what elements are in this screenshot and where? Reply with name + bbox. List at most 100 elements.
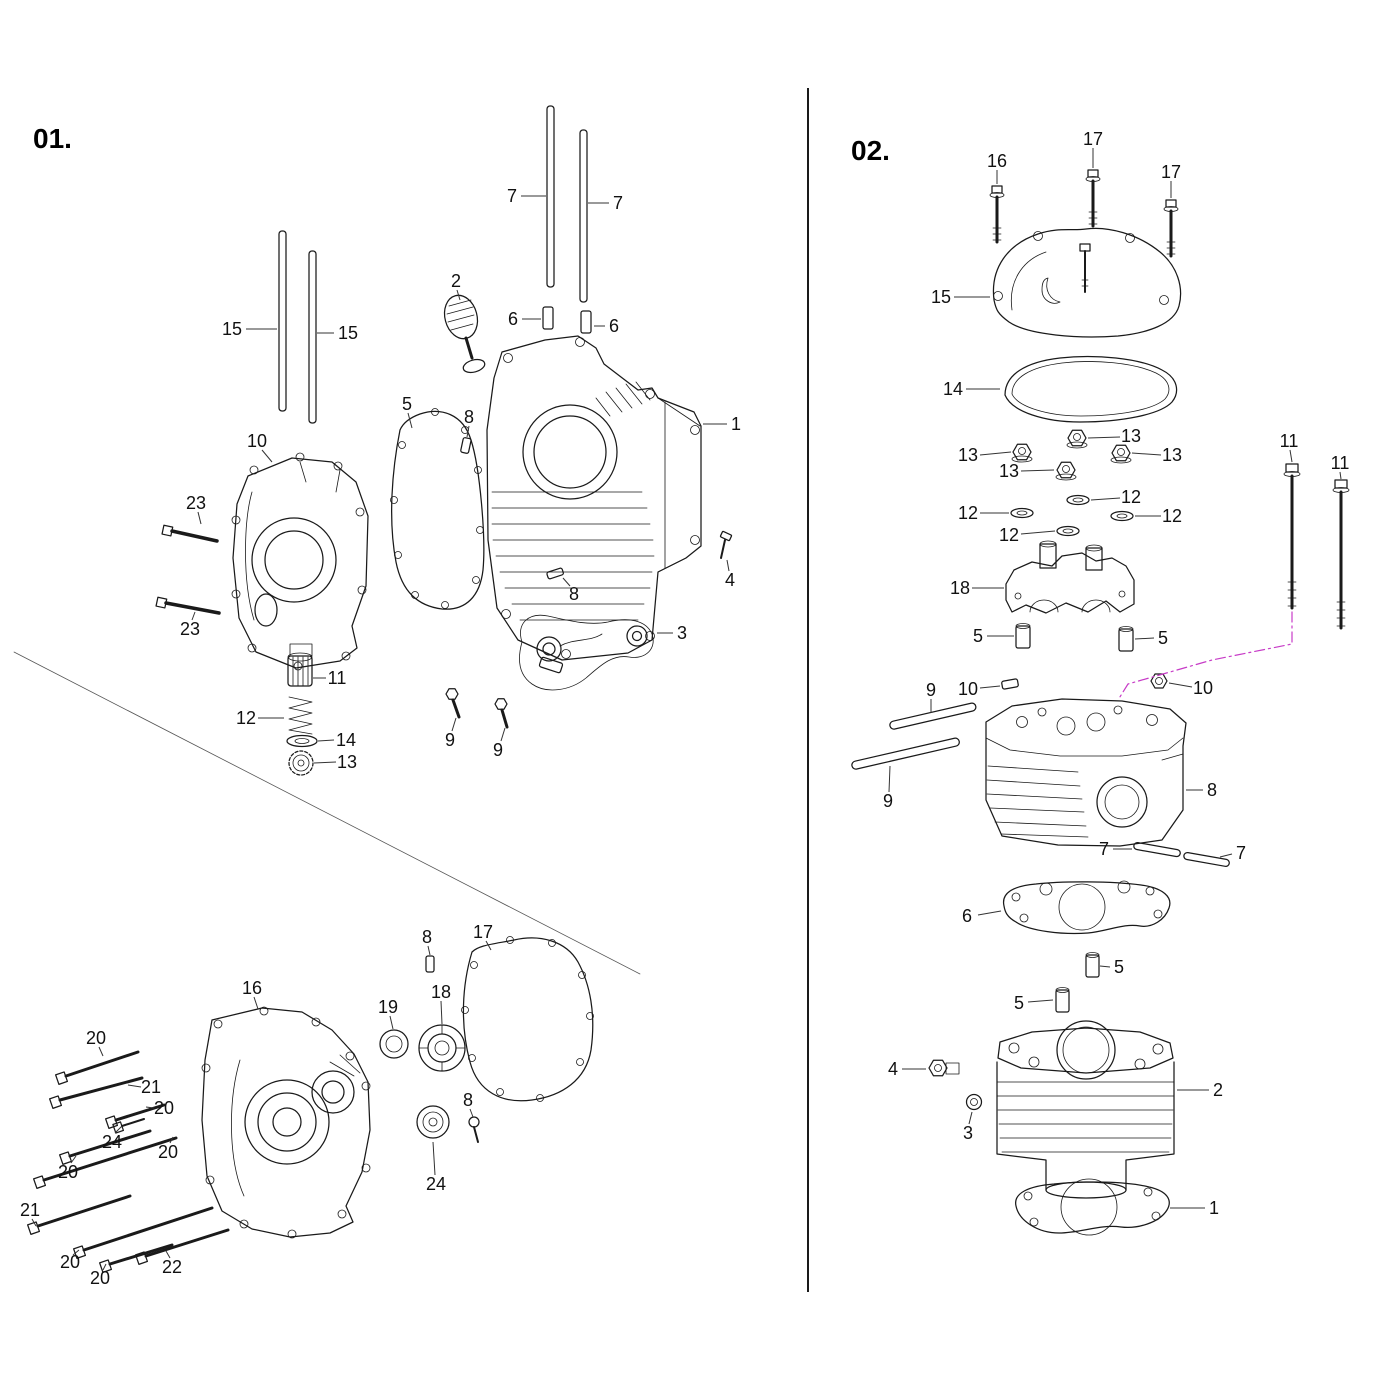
leader-line xyxy=(165,1250,171,1259)
part-number-label: 5 xyxy=(1158,628,1168,648)
leader-line xyxy=(466,425,470,438)
leader-line xyxy=(979,685,1001,689)
part-number-label: 2 xyxy=(451,271,461,291)
bolts-9 xyxy=(445,688,509,729)
section-title-02: 02. xyxy=(851,135,890,166)
leader-line xyxy=(261,449,273,463)
cylinder-head-8 xyxy=(985,698,1187,847)
leader-line xyxy=(317,739,335,742)
part-number-label: 16 xyxy=(242,978,262,998)
part-number-label: 21 xyxy=(141,1077,161,1097)
part-number-label: 8 xyxy=(569,584,579,604)
part-number-label: 8 xyxy=(422,927,432,947)
part-number-label: 12 xyxy=(999,525,1019,545)
gasket-5 xyxy=(390,408,485,610)
leader-line xyxy=(485,940,492,951)
leader-line xyxy=(1090,497,1121,501)
leader-line xyxy=(500,727,506,742)
part-number-label: 13 xyxy=(1162,445,1182,465)
part-number-label: 6 xyxy=(962,906,972,926)
bolt-cluster-20-21-22-24 xyxy=(27,1050,230,1273)
part-number-label: 15 xyxy=(338,323,358,343)
leader-line xyxy=(197,511,202,525)
leader-line xyxy=(191,611,196,621)
part-number-label: 15 xyxy=(222,319,242,339)
leader-line xyxy=(968,1111,973,1125)
leader-line xyxy=(432,1141,436,1176)
rods-7 xyxy=(1133,841,1230,867)
leader-line xyxy=(1020,530,1056,535)
part-number-label: 9 xyxy=(883,791,893,811)
leader-line xyxy=(888,765,891,793)
part-number-label: 24 xyxy=(102,1132,122,1152)
pushrods-7 xyxy=(546,105,588,303)
part-number-label: 8 xyxy=(463,1090,473,1110)
part-number-label: 18 xyxy=(431,982,451,1002)
leader-line xyxy=(1339,471,1342,480)
part-number-label: 24 xyxy=(426,1174,446,1194)
part-number-label: 20 xyxy=(60,1252,80,1272)
leader-line xyxy=(407,412,413,429)
part-number-label: 20 xyxy=(58,1162,78,1182)
dowels-6 xyxy=(542,306,592,334)
part-number-label: 17 xyxy=(1161,162,1181,182)
part-number-label: 3 xyxy=(677,623,687,643)
part-number-label: 7 xyxy=(613,193,623,213)
leader-line xyxy=(1131,452,1162,456)
leader-line xyxy=(169,1136,174,1144)
valve-cover-15 xyxy=(992,227,1182,338)
part-number-label: 17 xyxy=(473,922,493,942)
part-number-label: 6 xyxy=(508,309,518,329)
part-number-label: 10 xyxy=(958,679,978,699)
part-number-label: 23 xyxy=(180,619,200,639)
part-number-label: 11 xyxy=(1331,453,1350,473)
leader-line xyxy=(1020,469,1055,472)
seal-24 xyxy=(416,1105,450,1139)
leader-line xyxy=(70,1155,77,1164)
part-number-label: 5 xyxy=(402,394,412,414)
seal-19 xyxy=(379,1029,409,1059)
part-number-label: 20 xyxy=(158,1142,178,1162)
head-gasket-6 xyxy=(1002,880,1171,935)
part-number-label: 20 xyxy=(90,1268,110,1288)
part-number-label: 12 xyxy=(236,708,256,728)
flange-nuts-13 xyxy=(1011,429,1132,481)
part-number-label: 7 xyxy=(1099,839,1109,859)
part-number-label: 1 xyxy=(1209,1198,1219,1218)
leader-line xyxy=(440,1000,443,1025)
rods-15 xyxy=(278,230,317,424)
washers-12 xyxy=(1010,494,1134,537)
leader-line xyxy=(451,717,457,732)
leader-line xyxy=(31,1218,37,1227)
part-number-label: 7 xyxy=(1236,843,1246,863)
leader-line xyxy=(127,1084,142,1088)
leader-line xyxy=(427,945,431,956)
dowels-5-upper xyxy=(1015,623,1134,652)
leader-line xyxy=(562,577,571,587)
part-number-label: 20 xyxy=(154,1098,174,1118)
dipstick-2 xyxy=(443,294,486,374)
part-number-label: 17 xyxy=(1083,129,1103,149)
part-number-label: 10 xyxy=(1193,678,1213,698)
part-number-label: 20 xyxy=(86,1028,106,1048)
leader-line xyxy=(114,1125,123,1134)
part-number-label: 13 xyxy=(1121,426,1141,446)
part-number-label: 21 xyxy=(20,1200,40,1220)
part-number-label: 4 xyxy=(725,570,735,590)
part-number-label: 5 xyxy=(1014,993,1024,1013)
leader-line xyxy=(1168,682,1193,688)
leader-line xyxy=(145,1106,155,1109)
oil-filter-stack-11-12-14-13 xyxy=(286,652,318,776)
part-number-label: 15 xyxy=(931,287,951,307)
part-number-label: 3 xyxy=(963,1123,973,1143)
part-number-label: 13 xyxy=(958,445,978,465)
part-number-label: 23 xyxy=(186,493,206,513)
leader-line xyxy=(102,1263,107,1271)
part-number-label: 9 xyxy=(493,740,503,760)
section-01-artwork xyxy=(13,105,733,1273)
crankcase-left-10 xyxy=(231,452,369,671)
part-number-label: 10 xyxy=(247,431,267,451)
